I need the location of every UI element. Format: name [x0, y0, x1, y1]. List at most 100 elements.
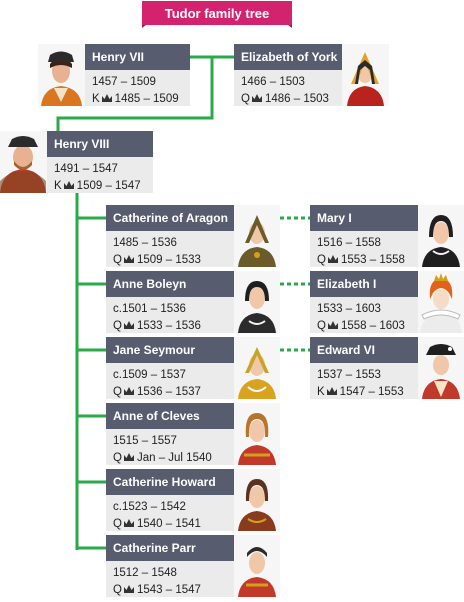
- reign-prefix: Q: [113, 254, 122, 266]
- queen-portrait-icon: [238, 413, 276, 465]
- queen-portrait-icon: [420, 273, 462, 333]
- lifespan: c.1509 – 1537: [113, 369, 186, 381]
- crown-icon: [327, 321, 338, 329]
- portrait-elizabeth-i: [418, 271, 464, 333]
- reign-line: Q 1553 – 1558: [317, 252, 418, 269]
- name-header: Catherine of Aragon: [106, 205, 234, 231]
- crown-icon: [123, 387, 134, 395]
- reign-line: Q 1558 – 1603: [317, 318, 418, 335]
- reign-line: Q 1533 – 1536: [113, 318, 234, 335]
- reign-years: 1536 – 1537: [136, 386, 201, 398]
- reign-prefix: Q: [113, 518, 122, 530]
- portrait-elizabeth-of-york: [342, 44, 389, 106]
- lifespan: 1512 – 1548: [113, 567, 177, 579]
- descent-line-henry8: [56, 57, 214, 131]
- reign-years: 1509 – 1547: [76, 180, 141, 192]
- title-banner: Tudor family tree: [138, 1, 296, 28]
- lifespan: 1466 – 1503: [241, 76, 305, 88]
- portrait-anne-of-cleves: [234, 403, 280, 465]
- reign-prefix: K: [92, 93, 100, 105]
- portrait-mary-i: [418, 205, 464, 267]
- name-header: Henry VII: [85, 44, 190, 70]
- king-portrait-icon: [0, 136, 46, 193]
- lifespan: 1537 – 1553: [317, 369, 381, 381]
- reign-line: K 1485 – 1509: [92, 91, 190, 108]
- person-name: Edward VI: [317, 343, 376, 357]
- portrait-catherine-of-aragon: [234, 205, 280, 267]
- portrait-anne-boleyn: [234, 271, 280, 333]
- crown-icon: [123, 453, 134, 461]
- reign-years: 1540 – 1541: [136, 518, 201, 530]
- person-name: Elizabeth of York: [241, 50, 338, 64]
- queen-portrait-icon: [238, 215, 276, 267]
- name-header: Elizabeth I: [310, 271, 418, 297]
- person-card-henry-vii: Henry VII 1457 – 1509 K 1485 – 1509: [38, 44, 190, 106]
- reign-prefix: K: [317, 386, 325, 398]
- name-header: Catherine Parr: [106, 535, 234, 561]
- lifespan: 1457 – 1509: [92, 76, 156, 88]
- queen-portrait-icon: [238, 281, 276, 333]
- person-name: Henry VIII: [54, 137, 110, 151]
- name-header: Mary I: [310, 205, 418, 231]
- person-name: Catherine Howard: [113, 475, 216, 489]
- name-header: Anne Boleyn: [106, 271, 234, 297]
- queen-portrait-icon: [238, 547, 276, 597]
- name-header: Edward VI: [310, 337, 418, 363]
- name-header: Henry VIII: [47, 131, 153, 157]
- crown-icon: [123, 519, 134, 527]
- person-name: Henry VII: [92, 50, 145, 64]
- reign-years: 1558 – 1603: [340, 320, 405, 332]
- person-name: Catherine Parr: [113, 541, 196, 555]
- portrait-catherine-parr: [234, 535, 280, 597]
- reign-years: Jan – Jul 1540: [136, 452, 212, 464]
- reign-prefix: Q: [113, 386, 122, 398]
- queen-portrait-icon: [347, 52, 384, 106]
- reign-years: 1485 – 1509: [114, 93, 179, 105]
- lifespan: 1515 – 1557: [113, 435, 177, 447]
- crown-icon: [101, 94, 112, 102]
- name-header: Anne of Cleves: [106, 403, 234, 429]
- reign-line: Q 1540 – 1541: [113, 516, 234, 533]
- reign-prefix: Q: [317, 254, 326, 266]
- reign-years: 1533 – 1536: [136, 320, 201, 332]
- crown-icon: [327, 255, 338, 263]
- reign-line: Q 1536 – 1537: [113, 384, 234, 401]
- reign-years: 1486 – 1503: [264, 93, 329, 105]
- reign-years: 1553 – 1558: [340, 254, 405, 266]
- info-box: 1457 – 1509 K 1485 – 1509: [85, 70, 190, 106]
- portrait-henry-vii: [38, 44, 85, 106]
- reign-prefix: Q: [113, 320, 122, 332]
- banner-ribbon-shape: [138, 1, 292, 28]
- info-box: c.1509 – 1537 Q 1536 – 1537: [106, 363, 234, 399]
- reign-prefix: Q: [113, 584, 122, 596]
- page-title: Tudor family tree: [164, 6, 270, 21]
- queen-portrait-icon: [422, 215, 460, 267]
- name-header: Jane Seymour: [106, 337, 234, 363]
- person-name: Elizabeth I: [317, 277, 377, 291]
- crown-icon: [123, 321, 134, 329]
- reign-prefix: Q: [317, 320, 326, 332]
- portrait-edward-vi: [418, 337, 464, 399]
- queen-portrait-icon: [238, 347, 276, 399]
